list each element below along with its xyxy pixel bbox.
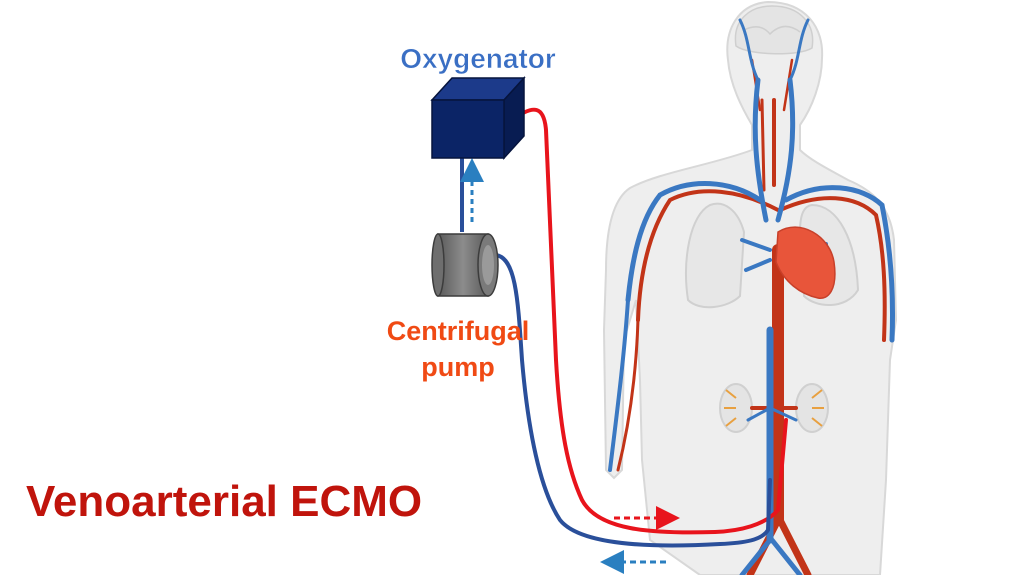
pump-cylinder-icon	[431, 233, 499, 297]
left-lung	[685, 202, 746, 309]
pump-label-line1: Centrifugal	[387, 316, 530, 346]
body-silhouette	[602, 0, 898, 575]
human-body-circulation-icon	[602, 0, 898, 575]
venous-drainage-line	[494, 253, 772, 548]
diagram-title: Venoarterial ECMO	[26, 477, 422, 526]
pump-label-line2: pump	[421, 352, 495, 382]
oxygenated-return-line	[510, 107, 788, 535]
oxygenator-label: Oxygenator	[400, 43, 556, 74]
oxygenator-cube-icon	[430, 76, 526, 160]
heart	[775, 226, 836, 299]
